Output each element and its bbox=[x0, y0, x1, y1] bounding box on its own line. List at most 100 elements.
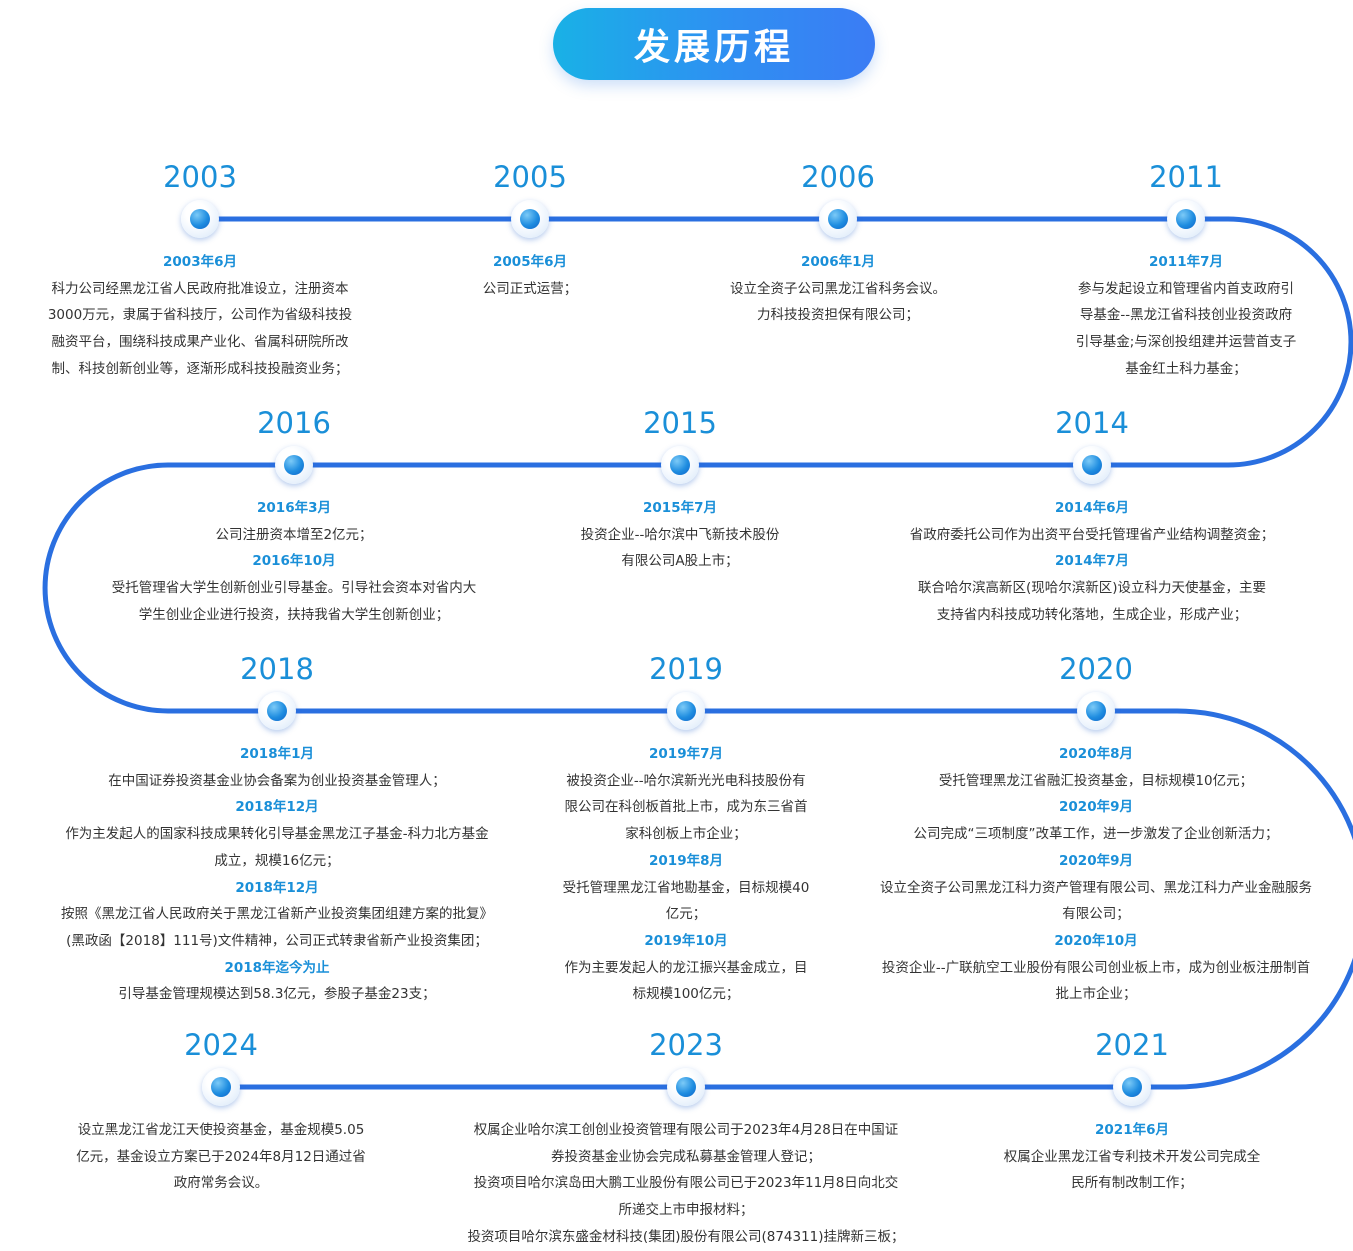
event-line: 亿元，基金设立方案已于2024年8月12日通过省 bbox=[76, 1148, 366, 1165]
event-text-2024: 设立黑龙江省龙江天使投资基金，基金规模5.05 亿元，基金设立方案已于2024年8… bbox=[56, 1117, 386, 1197]
event-line: 基金红土科力基金； bbox=[1125, 360, 1247, 377]
event-line: 标规模100亿元； bbox=[632, 986, 740, 1003]
event-line: 省政府委托公司作为出资平台受托管理省产业结构调整资金； bbox=[909, 526, 1275, 543]
event-date: 2005年6月 bbox=[493, 254, 567, 270]
event-line: 支持省内科技成功转化落地，生成企业，形成产业； bbox=[936, 606, 1248, 623]
track-serpentine bbox=[42, 216, 1353, 1090]
event-date: 2020年8月 bbox=[1059, 746, 1133, 762]
event-date: 2021年6月 bbox=[1095, 1122, 1169, 1138]
event-line: 3000万元，隶属于省科技厅，公司作为省级科技投 bbox=[47, 307, 353, 324]
event-text-2016: 2016年3月公司注册资本增至2亿元； 2016年10月受托管理省大学生创新创业引… bbox=[84, 495, 504, 629]
event-text-2015: 2015年7月投资企业--哈尔滨中飞新技术股份有限公司A股上市； bbox=[560, 495, 800, 575]
event-date: 2018年迄今为止 bbox=[224, 959, 330, 976]
event-text-2023: 权属企业哈尔滨工创创业投资管理有限公司于2023年4月28日在中国证券投资基金业… bbox=[446, 1117, 926, 1251]
timeline-node-2015 bbox=[661, 446, 699, 484]
event-line: 融资平台，围绕科技成果产业化、省属科研院所改 bbox=[51, 334, 349, 351]
year-label-2021: 2021 bbox=[1095, 1028, 1169, 1062]
event-date: 2019年10月 bbox=[644, 932, 728, 949]
year-label-2006: 2006 bbox=[801, 160, 875, 194]
event-line: 权属企业哈尔滨工创创业投资管理有限公司于2023年4月28日在中国证 bbox=[473, 1122, 899, 1138]
event-line: 作为主要发起人的龙江振兴基金成立，目 bbox=[564, 959, 808, 976]
event-line: 投资企业--哈尔滨中飞新技术股份 bbox=[580, 526, 780, 543]
year-label-2015: 2015 bbox=[643, 406, 717, 440]
event-text-2021: 2021年6月权属企业黑龙江省专利技术开发公司完成全民所有制改制工作； bbox=[982, 1117, 1282, 1197]
timeline-node-2003 bbox=[181, 200, 219, 238]
year-label-2020: 2020 bbox=[1059, 652, 1133, 686]
event-date: 2018年12月 bbox=[235, 799, 319, 816]
event-date: 2015年7月 bbox=[643, 500, 717, 516]
page-title: 发展历程 bbox=[553, 8, 875, 80]
event-line: 科力公司经黑龙江省人民政府批准设立，注册资本 bbox=[51, 280, 349, 297]
event-date: 2016年10月 bbox=[252, 553, 336, 570]
year-label-2019: 2019 bbox=[649, 652, 723, 686]
event-line: 权属企业黑龙江省专利技术开发公司完成全 bbox=[1003, 1148, 1261, 1165]
event-date: 2020年9月 bbox=[1059, 799, 1133, 816]
event-date: 2006年1月 bbox=[801, 254, 875, 270]
timeline-node-2011 bbox=[1167, 200, 1205, 238]
event-line: 投资项目哈尔滨东盛金材科技(集团)股份有限公司(874311)挂牌新三板； bbox=[467, 1228, 905, 1245]
year-label-2011: 2011 bbox=[1149, 160, 1223, 194]
event-line: 力科技投资担保有限公司； bbox=[757, 307, 919, 324]
timeline-node-2005 bbox=[511, 200, 549, 238]
event-line: 受托管理省大学生创新创业引导基金。引导社会资本对省内大 bbox=[111, 580, 477, 597]
event-line: 政府常务会议。 bbox=[173, 1175, 269, 1192]
event-line: (黑政函【2018】111号)文件精神，公司正式转隶省新产业投资集团； bbox=[66, 932, 488, 949]
event-date: 2011年7月 bbox=[1149, 254, 1223, 270]
event-line: 公司注册资本增至2亿元； bbox=[215, 526, 373, 543]
event-text-2011: 2011年7月参与发起设立和管理省内首支政府引导基金--黑龙江省科技创业投资政府… bbox=[1056, 249, 1316, 383]
event-date: 2014年6月 bbox=[1055, 500, 1129, 516]
event-line: 公司正式运营； bbox=[482, 280, 578, 297]
event-text-2005: 2005年6月公司正式运营； bbox=[430, 249, 630, 302]
event-line: 设立黑龙江省龙江天使投资基金，基金规模5.05 bbox=[77, 1122, 365, 1138]
timeline-node-2024 bbox=[202, 1068, 240, 1106]
year-label-2024: 2024 bbox=[184, 1028, 258, 1062]
event-date: 2018年1月 bbox=[240, 746, 314, 762]
event-line: 成立，规模16亿元； bbox=[214, 852, 340, 869]
event-line: 设立全资子公司黑龙江科力资产管理有限公司、黑龙江科力产业金融服务 bbox=[880, 879, 1312, 896]
event-line: 引导基金;与深创投组建并运营首支子 bbox=[1075, 334, 1297, 351]
timeline-node-2018 bbox=[258, 692, 296, 730]
year-label-2014: 2014 bbox=[1055, 406, 1129, 440]
event-line: 作为主发起人的国家科技成果转化引导基金黑龙江子基金-科力北方基金 bbox=[65, 826, 489, 843]
year-label-2023: 2023 bbox=[649, 1028, 723, 1062]
event-line: 亿元； bbox=[665, 906, 707, 923]
event-line: 家科创板上市企业； bbox=[625, 826, 747, 843]
event-date: 2016年3月 bbox=[257, 500, 331, 516]
timeline-node-2020 bbox=[1077, 692, 1115, 730]
event-line: 有限公司； bbox=[1062, 906, 1130, 923]
event-line: 所递交上市申报材料； bbox=[618, 1202, 754, 1219]
event-line: 有限公司A股上市； bbox=[621, 553, 739, 570]
event-line: 券投资基金业协会完成私募基金管理人登记； bbox=[551, 1148, 821, 1165]
timeline-node-2021 bbox=[1113, 1068, 1151, 1106]
event-date: 2014年7月 bbox=[1055, 553, 1129, 570]
event-date: 2019年7月 bbox=[649, 746, 723, 762]
event-text-2018: 2018年1月在中国证券投资基金业协会备案为创业投资基金管理人；2018年12月… bbox=[34, 741, 520, 1008]
event-text-2020: 2020年8月受托管理黑龙江省融汇投资基金，目标规模10亿元；2020年9月公司… bbox=[856, 741, 1336, 1008]
event-text-2006: 2006年1月设立全资子公司黑龙江省科务会议。力科技投资担保有限公司； bbox=[718, 249, 958, 329]
event-line: 投资项目哈尔滨岛田大鹏工业股份有限公司已于2023年11月8日向北交 bbox=[473, 1175, 899, 1192]
event-text-2014: 2014年6月省政府委托公司作为出资平台受托管理省产业结构调整资金； 2014年7… bbox=[892, 495, 1292, 629]
event-line: 学生创业企业进行投资，扶持我省大学生创新创业； bbox=[138, 606, 450, 623]
event-date: 2019年8月 bbox=[649, 852, 723, 869]
event-line: 受托管理黑龙江省地勘基金，目标规模40 bbox=[562, 879, 810, 896]
timeline-node-2019 bbox=[667, 692, 705, 730]
event-date: 2020年9月 bbox=[1059, 852, 1133, 869]
timeline-node-2023 bbox=[667, 1068, 705, 1106]
event-line: 限公司在科创板首批上市，成为东三省首 bbox=[564, 799, 808, 816]
event-date: 2020年10月 bbox=[1054, 932, 1138, 949]
event-line: 按照《黑龙江省人民政府关于黑龙江省新产业投资集团组建方案的批复》 bbox=[61, 906, 493, 923]
event-text-2019: 2019年7月被投资企业--哈尔滨新光光电科技股份有限公司在科创板首批上市，成为… bbox=[550, 741, 822, 1008]
event-line: 参与发起设立和管理省内首支政府引 bbox=[1078, 280, 1294, 297]
event-line: 导基金--黑龙江省科技创业投资政府 bbox=[1079, 307, 1293, 324]
timeline-node-2016 bbox=[275, 446, 313, 484]
year-label-2018: 2018 bbox=[240, 652, 314, 686]
year-label-2016: 2016 bbox=[257, 406, 331, 440]
event-line: 引导基金管理规模达到58.3亿元，参股子基金23支； bbox=[118, 986, 436, 1003]
event-line: 联合哈尔滨高新区(现哈尔滨新区)设立科力天使基金，主要 bbox=[917, 580, 1267, 597]
event-line: 受托管理黑龙江省融汇投资基金，目标规模10亿元； bbox=[938, 772, 1254, 789]
year-label-2005: 2005 bbox=[493, 160, 567, 194]
timeline-node-2014 bbox=[1073, 446, 1111, 484]
event-date: 2018年12月 bbox=[235, 879, 319, 896]
